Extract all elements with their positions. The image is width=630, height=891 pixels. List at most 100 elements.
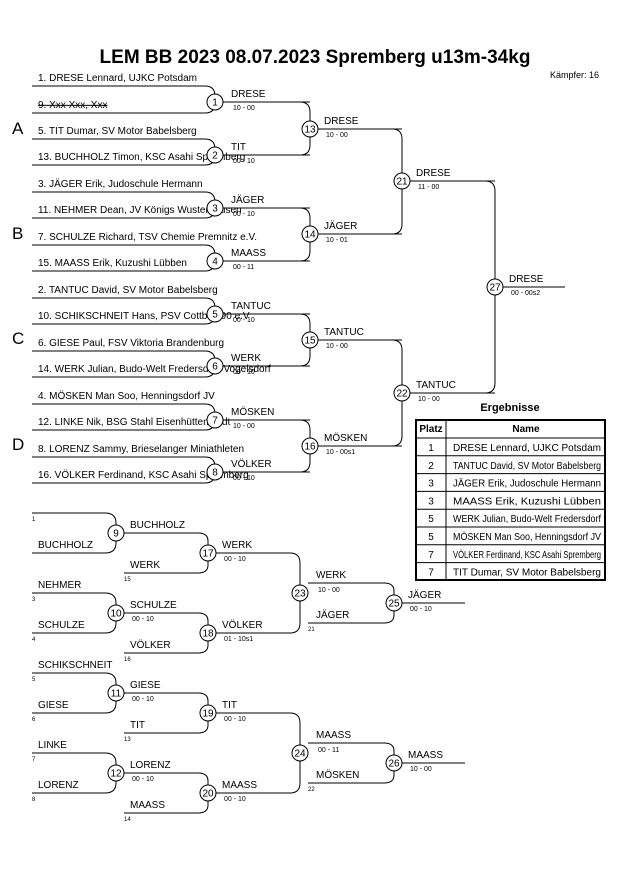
bout-number: 12 — [110, 769, 122, 780]
entry-name: 16. VÖLKER Ferdinand, KSC Asahi Sprember… — [38, 469, 249, 481]
score: 00 - 10 — [233, 158, 255, 165]
bout-number: 17 — [202, 549, 214, 560]
results-col-place: Platz — [419, 424, 442, 435]
bout-number: 27 — [489, 283, 501, 294]
score: 10 - 00 — [318, 587, 340, 594]
result-place: 7 — [428, 568, 434, 579]
winner-name: MAASS — [231, 248, 266, 259]
score: 00 - 10 — [233, 317, 255, 324]
entry-name: 8. LORENZ Sammy, Brieselanger Miniathlet… — [38, 444, 244, 455]
bout-number: 21 — [396, 177, 408, 188]
source-number: 21 — [308, 627, 315, 633]
bout-number-circle — [301, 331, 319, 349]
bout-number-circle — [291, 744, 309, 762]
repechage-name: JÄGER — [316, 609, 349, 621]
bout-number: 6 — [212, 362, 218, 373]
result-place: 3 — [428, 479, 434, 490]
pool-label: D — [12, 435, 24, 454]
score: 10 - 00 — [326, 132, 348, 139]
winner-name: SCHULZE — [130, 600, 177, 611]
winner-name: MAASS — [408, 750, 443, 761]
winner-name: TIT — [231, 142, 246, 153]
bout-number: 16 — [304, 442, 316, 453]
repechage-name: MÖSKEN — [316, 769, 359, 781]
entry-name: 7. SCHULZE Richard, TSV Chemie Premnitz … — [38, 232, 257, 243]
result-name: MAASS Erik, Kuzushi Lübben — [453, 496, 601, 507]
score: 00 - 10 — [224, 556, 246, 563]
bout-number-circle — [199, 784, 217, 802]
result-place: 7 — [428, 550, 434, 561]
entry-name: 15. MAASS Erik, Kuzushi Lübben — [38, 258, 187, 269]
bout-number-circle — [206, 357, 224, 375]
score: 00 - 00s2 — [511, 290, 540, 297]
score: 10 - 00 — [233, 423, 255, 430]
repechage-name: LINKE — [38, 740, 67, 751]
entry-name: 3. JÄGER Erik, Judoschule Hermann — [38, 178, 203, 190]
repechage-name: LORENZ — [38, 780, 79, 791]
page-title: LEM BB 2023 08.07.2023 Spremberg u13m-34… — [100, 47, 531, 68]
bout-number: 8 — [212, 468, 218, 479]
score: 00 - 10 — [233, 369, 255, 376]
repechage-name: GIESE — [38, 700, 69, 711]
source-number: 8 — [32, 797, 36, 803]
pool-label: B — [12, 224, 23, 243]
repechage-name: MAASS — [130, 800, 165, 811]
bout-number: 19 — [202, 709, 214, 720]
score: 00 - 10 — [132, 776, 154, 783]
repechage-name: SCHIKSCHNEIT — [38, 660, 112, 671]
winner-name: WERK — [222, 540, 252, 551]
score: 10 - 00s1 — [326, 449, 355, 456]
winner-name: MAASS — [222, 780, 257, 791]
result-name: TANTUC David, SV Motor Babelsberg — [453, 461, 601, 472]
bout-number-circle — [385, 594, 403, 612]
bout-number: 18 — [202, 629, 214, 640]
repechage-name: NEHMER — [38, 580, 81, 591]
bout-number-circle — [206, 305, 224, 323]
score: 00 - 10 — [224, 716, 246, 723]
winner-name: TANTUC — [324, 327, 364, 338]
result-place: 2 — [428, 461, 434, 472]
repechage-name: SCHULZE — [38, 620, 85, 631]
bout-number: 3 — [212, 204, 218, 215]
bout-number-circle — [206, 411, 224, 429]
score: 10 - 00 — [418, 396, 440, 403]
bout-number: 26 — [388, 759, 400, 770]
winner-name: LORENZ — [130, 760, 171, 771]
bout-number-circle — [107, 524, 125, 542]
bout-number-circle — [199, 624, 217, 642]
result-name: VÖLKER Ferdinand, KSC Asahi Spremberg — [453, 549, 601, 561]
score: 11 - 00 — [418, 184, 439, 191]
score: 00 - 10 — [224, 796, 246, 803]
entry-name: 1. DRESE Lennard, UJKC Potsdam — [38, 73, 197, 84]
result-name: TIT Dumar, SV Motor Babelsberg — [453, 568, 601, 579]
source-number: 15 — [124, 577, 131, 583]
entry-name: 10. SCHIKSCHNEIT Hans, PSV Cottbus 90 e.… — [38, 311, 250, 322]
score: 00 - 10 — [410, 606, 432, 613]
winner-name: JÄGER — [231, 194, 264, 206]
winner-name: WERK — [316, 570, 346, 581]
winner-name: VÖLKER — [231, 458, 272, 470]
winner-name: MÖSKEN — [231, 406, 274, 418]
entry-name: 14. WERK Julian, Budo-Welt Fredersdorf-V… — [38, 364, 271, 375]
bout-number-circle — [206, 146, 224, 164]
score: 00 - 11 — [318, 747, 339, 754]
bout-number: 24 — [294, 749, 306, 760]
winner-name: MAASS — [316, 730, 351, 741]
source-number: 1 — [32, 517, 36, 523]
bout-number: 5 — [212, 310, 218, 321]
winner-name: JÄGER — [324, 220, 357, 232]
winner-name: DRESE — [231, 89, 266, 100]
bout-number: 23 — [294, 589, 306, 600]
winner-name: GIESE — [130, 680, 161, 691]
winner-name: WERK — [231, 353, 261, 364]
winner-name: TANTUC — [231, 301, 271, 312]
bout-number-circle — [206, 93, 224, 111]
source-number: 4 — [32, 637, 36, 643]
score: 00 - 10 — [132, 616, 154, 623]
bout-number-circle — [107, 604, 125, 622]
result-place: 3 — [428, 496, 434, 507]
